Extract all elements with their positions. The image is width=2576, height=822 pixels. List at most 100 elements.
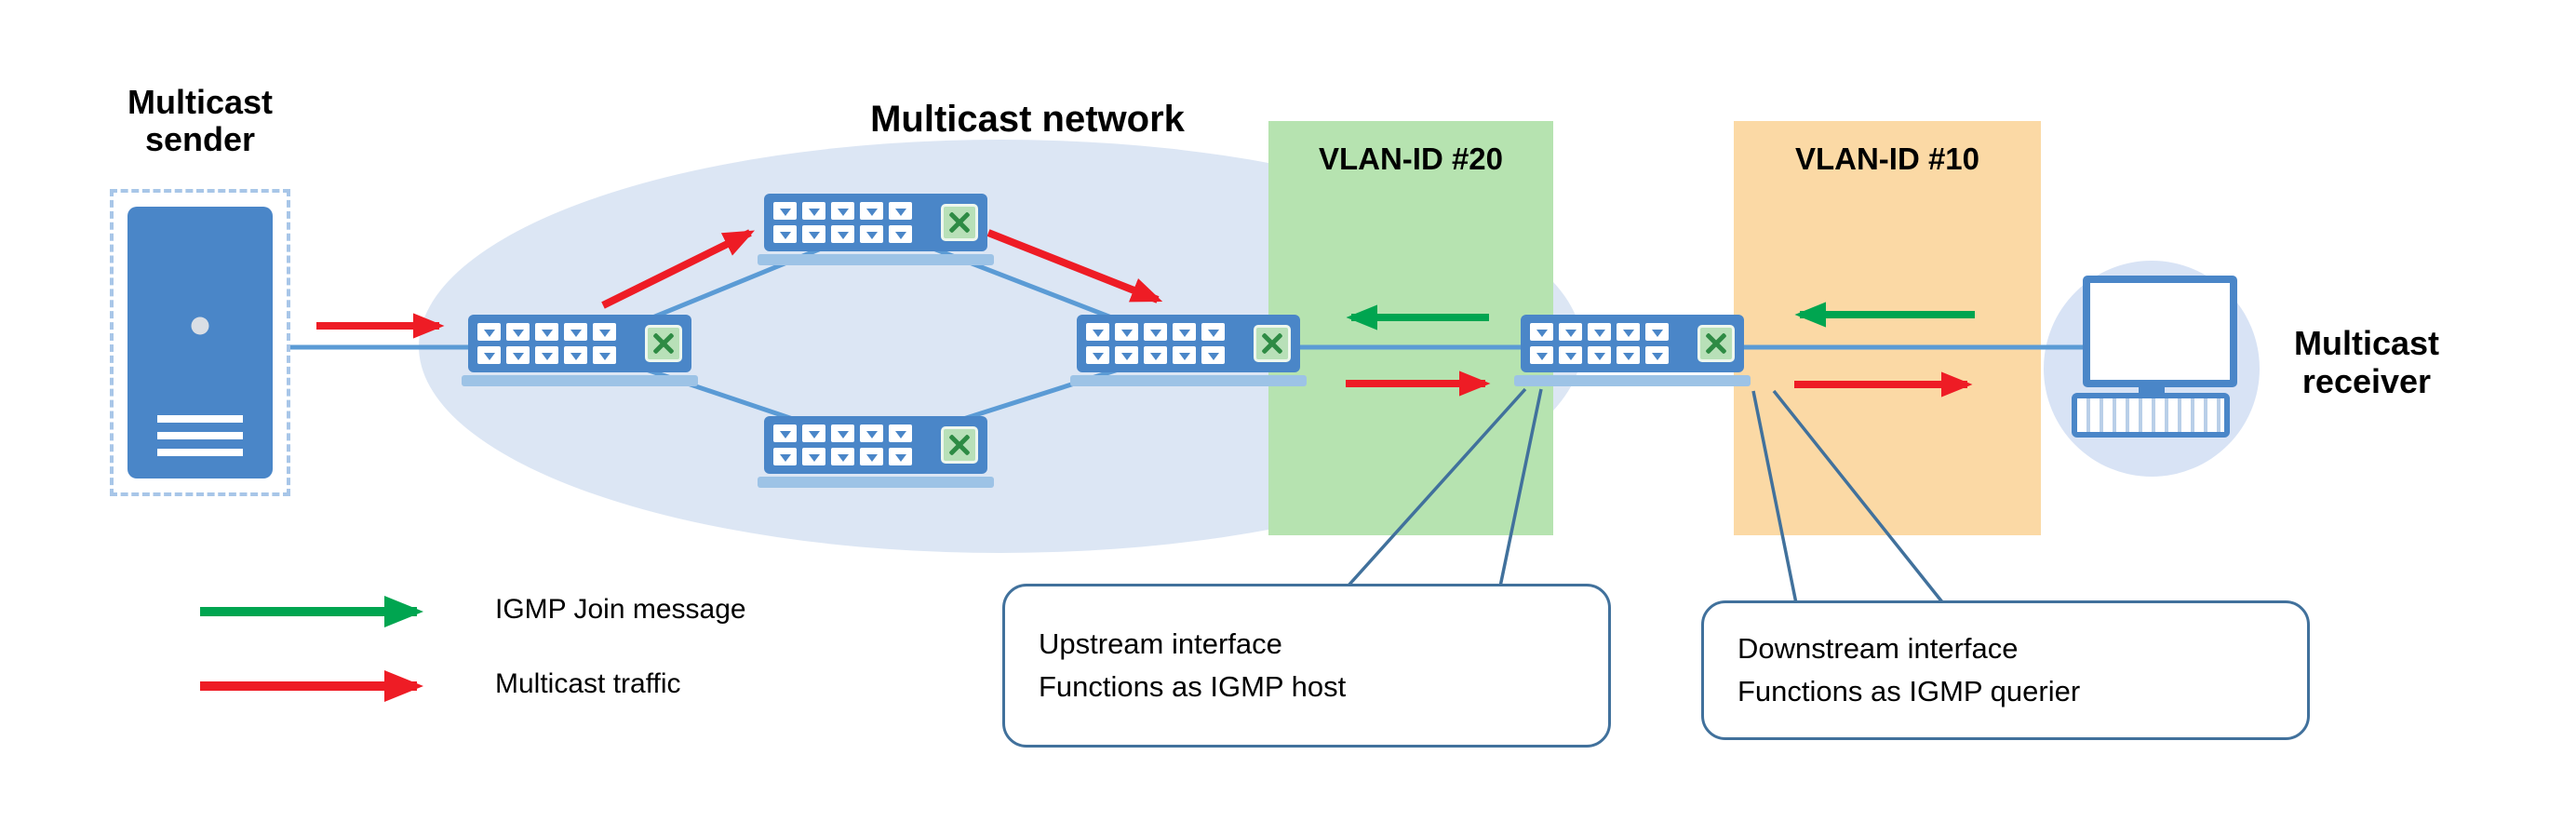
multicast-network-label: Multicast network xyxy=(870,99,1185,140)
port-icon xyxy=(1086,346,1109,364)
port-icon xyxy=(773,202,797,220)
port-icon xyxy=(1588,346,1611,364)
port-icon xyxy=(773,424,797,442)
upstream-pointer-line-1 xyxy=(1346,387,1527,588)
crossbar-icon xyxy=(1254,325,1291,362)
port-icon xyxy=(831,424,854,442)
port-icon xyxy=(1559,346,1582,364)
port-icon xyxy=(506,323,530,341)
multicast-sender-label: Multicast sender xyxy=(127,83,274,159)
port-icon xyxy=(889,202,912,220)
downstream-callout-line-1: Downstream interface xyxy=(1737,631,2019,665)
port-icon xyxy=(1645,346,1669,364)
callout-pointer-lines xyxy=(1346,387,1945,605)
port-icon xyxy=(1144,346,1167,364)
downstream-pointer-line-2 xyxy=(1772,389,1945,605)
downstream-callout-line-2: Functions as IGMP querier xyxy=(1737,675,2081,707)
port-icon xyxy=(802,202,825,220)
port-icon xyxy=(477,346,501,364)
switch-ports xyxy=(477,323,616,364)
switch-base xyxy=(757,254,995,265)
downstream-pointer-line-1 xyxy=(1751,390,1798,604)
port-icon xyxy=(773,448,797,465)
desktop-computer-icon xyxy=(2083,276,2237,387)
port-icon xyxy=(1617,323,1640,341)
red-arrow-up-path xyxy=(601,229,756,309)
switch-base xyxy=(1513,375,1751,386)
switch-icon-top xyxy=(757,194,995,265)
switch-base xyxy=(1069,375,1308,386)
igmp-join-arrows xyxy=(1346,302,1975,330)
port-icon xyxy=(593,346,616,364)
port-icon xyxy=(1617,346,1640,364)
port-icon xyxy=(1588,323,1611,341)
keyboard-icon xyxy=(2072,393,2230,438)
crossbar-icon xyxy=(941,204,978,241)
port-icon xyxy=(1086,323,1109,341)
port-icon xyxy=(860,448,883,465)
switch-body xyxy=(1521,315,1744,372)
vlan-20-label: VLAN-ID #20 xyxy=(1318,141,1504,176)
server-body xyxy=(127,207,273,478)
red-arrow-down-path xyxy=(986,229,1163,303)
port-icon xyxy=(1530,346,1553,364)
port-icon xyxy=(802,424,825,442)
port-icon xyxy=(1201,346,1225,364)
port-icon xyxy=(831,225,854,243)
port-icon xyxy=(831,448,854,465)
switch-base xyxy=(757,477,995,488)
switch-base xyxy=(461,375,699,386)
upstream-interface-callout: Upstream interface Functions as IGMP hos… xyxy=(1002,584,1611,748)
switch-body xyxy=(1077,315,1300,372)
port-icon xyxy=(1201,323,1225,341)
port-icon xyxy=(773,225,797,243)
port-icon xyxy=(1559,323,1582,341)
port-icon xyxy=(564,323,587,341)
multicast-traffic-arrows xyxy=(316,229,1973,398)
port-icon xyxy=(1530,323,1553,341)
crossbar-icon xyxy=(941,426,978,464)
monitor-stand-icon xyxy=(2139,380,2165,395)
vlan-10-region: VLAN-ID #10 xyxy=(1734,121,2041,535)
switch-body xyxy=(764,194,987,251)
switch-icon-bottom xyxy=(757,416,995,488)
port-icon xyxy=(477,323,501,341)
switch-icon-left xyxy=(461,315,699,386)
vlan-20-region: VLAN-ID #20 xyxy=(1268,121,1553,535)
crossbar-icon xyxy=(645,325,682,362)
switch-body xyxy=(764,416,987,474)
port-icon xyxy=(802,448,825,465)
switch-ports xyxy=(1086,323,1225,364)
port-icon xyxy=(860,225,883,243)
port-icon xyxy=(535,323,558,341)
switch-ports xyxy=(1530,323,1669,364)
port-icon xyxy=(860,202,883,220)
switch-ports xyxy=(773,424,912,465)
legend-label-multicast-traffic: Multicast traffic xyxy=(495,668,681,699)
switch-ports xyxy=(773,202,912,243)
upstream-callout-line-2: Functions as IGMP host xyxy=(1039,670,1347,703)
server-icon xyxy=(110,189,290,496)
port-icon xyxy=(1173,323,1196,341)
downstream-interface-callout: Downstream interface Functions as IGMP q… xyxy=(1701,600,2310,740)
upstream-pointer-line-2 xyxy=(1498,388,1543,587)
switch-icon-mid xyxy=(1069,315,1308,386)
crossbar-icon xyxy=(1697,325,1735,362)
port-icon xyxy=(1173,346,1196,364)
legend-label-igmp-join: IGMP Join message xyxy=(495,594,746,625)
port-icon xyxy=(860,424,883,442)
port-icon xyxy=(1144,323,1167,341)
port-icon xyxy=(593,323,616,341)
switch-body xyxy=(468,315,691,372)
port-icon xyxy=(1115,346,1138,364)
vlan-10-label: VLAN-ID #10 xyxy=(1794,141,1980,176)
port-icon xyxy=(1645,323,1669,341)
port-icon xyxy=(889,448,912,465)
multicast-receiver-label: Multicast receiver xyxy=(2293,324,2440,401)
port-icon xyxy=(802,225,825,243)
port-icon xyxy=(831,202,854,220)
port-icon xyxy=(506,346,530,364)
port-icon xyxy=(889,424,912,442)
server-vent-lines-icon xyxy=(157,415,243,456)
